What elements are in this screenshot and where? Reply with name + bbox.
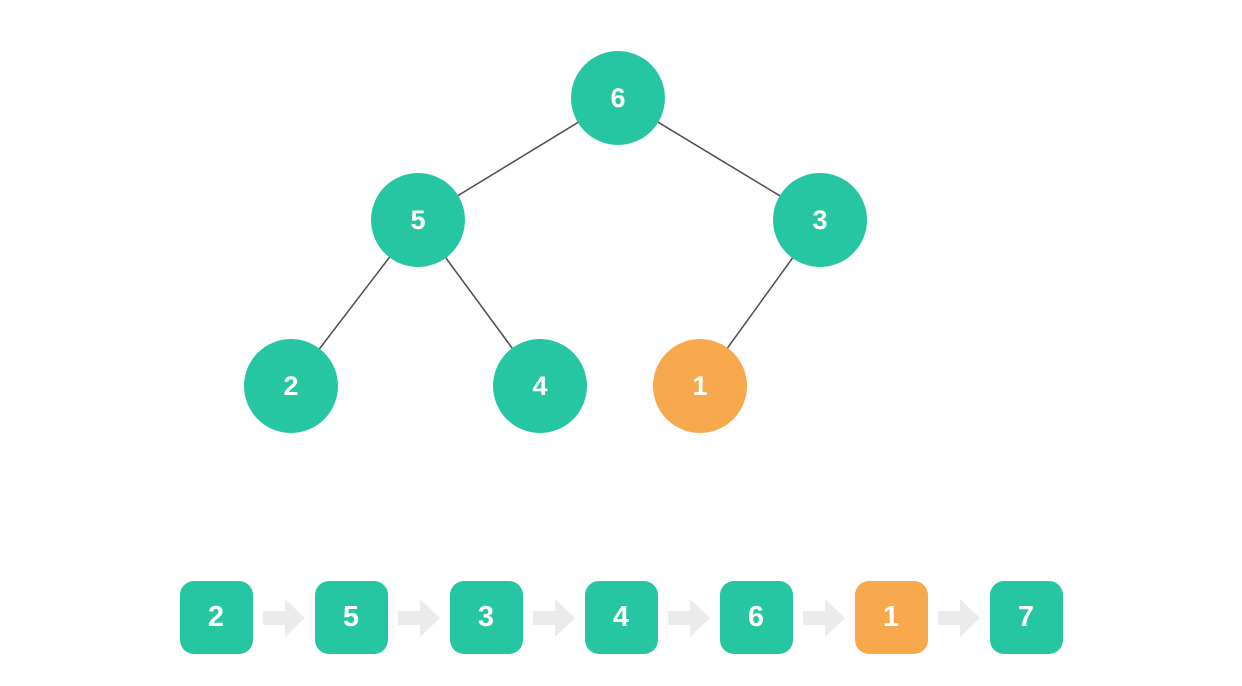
sequence-item-label: 6 bbox=[747, 601, 765, 633]
tree-node-label: 4 bbox=[532, 370, 548, 401]
sequence-item-label: 5 bbox=[342, 601, 360, 633]
arrow-right-shape bbox=[802, 598, 845, 637]
arrow-right-icon bbox=[802, 598, 845, 637]
sequence-item-3: 3 bbox=[449, 581, 523, 654]
tree-node-2: 2 bbox=[244, 339, 338, 433]
sequence-item-label: 4 bbox=[612, 601, 630, 633]
sequence-item-1: 1 bbox=[854, 581, 928, 654]
tree-node-label: 5 bbox=[410, 204, 426, 235]
arrow-right-icon bbox=[262, 598, 305, 637]
tree-node-3: 3 bbox=[773, 173, 867, 267]
arrow-right-icon bbox=[937, 598, 980, 637]
tree-node-1: 1 bbox=[653, 339, 747, 433]
tree-node-label: 1 bbox=[692, 370, 708, 401]
arrow-right-icon bbox=[532, 598, 575, 637]
tree-node-4: 4 bbox=[493, 339, 587, 433]
sequence-item-label: 3 bbox=[477, 601, 495, 633]
sequence-item-label: 2 bbox=[207, 601, 225, 633]
arrow-right-icon bbox=[397, 598, 440, 637]
arrow-right-shape bbox=[667, 598, 710, 637]
arrow-right-shape bbox=[262, 598, 305, 637]
sequence-item-label: 7 bbox=[1017, 601, 1035, 633]
arrow-right-shape bbox=[937, 598, 980, 637]
sequence-item-4: 4 bbox=[584, 581, 658, 654]
tree-node-label: 2 bbox=[283, 370, 299, 401]
sequence-item-label: 1 bbox=[882, 601, 900, 633]
tree-node-5: 5 bbox=[371, 173, 465, 267]
sequence-item-7: 7 bbox=[989, 581, 1063, 654]
traversal-sequence: 2 5 3 4 6 1 7 bbox=[0, 581, 1242, 654]
tree-node-label: 6 bbox=[610, 82, 626, 113]
arrow-right-icon bbox=[667, 598, 710, 637]
arrow-right-shape bbox=[532, 598, 575, 637]
sequence-item-5: 5 bbox=[314, 581, 388, 654]
arrow-right-shape bbox=[397, 598, 440, 637]
sequence-item-6: 6 bbox=[719, 581, 793, 654]
tree-node-label: 3 bbox=[812, 204, 828, 235]
sequence-item-2: 2 bbox=[179, 581, 253, 654]
tree-node-6: 6 bbox=[571, 51, 665, 145]
